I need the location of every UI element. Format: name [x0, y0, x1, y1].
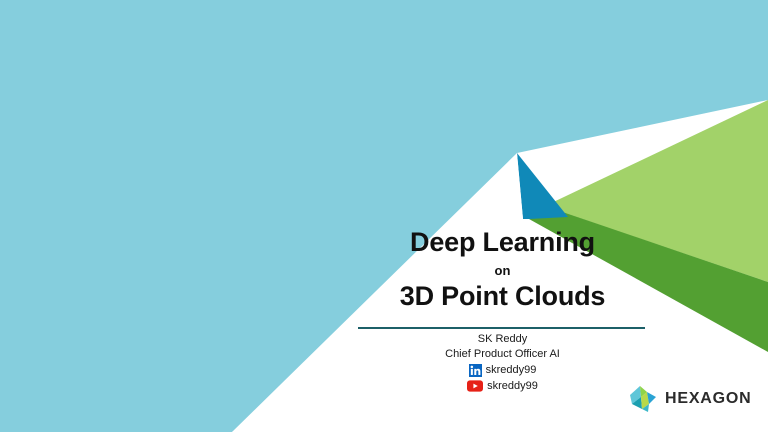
youtube-icon[interactable]: [467, 380, 484, 392]
linkedin-icon[interactable]: [468, 363, 482, 377]
hexagon-logo: HEXAGON: [628, 384, 752, 414]
teal-shape: [517, 153, 568, 219]
title-divider: [358, 327, 645, 329]
author-role: Chief Product Officer AI: [445, 347, 560, 360]
light-green-shape: [545, 100, 768, 282]
page-subtitle: 3D Point Clouds: [399, 281, 606, 312]
author-block: SK Reddy Chief Product Officer AI skredd…: [340, 332, 665, 394]
social-row-youtube[interactable]: skreddy99: [340, 379, 665, 394]
youtube-handle[interactable]: skreddy99: [487, 379, 538, 392]
hexagon-logo-mark: [630, 386, 656, 412]
title-connector: on: [494, 263, 511, 279]
social-row-linkedin[interactable]: skreddy99: [340, 363, 665, 378]
linkedin-handle[interactable]: skreddy99: [485, 363, 537, 376]
page-title: Deep Learning: [410, 227, 595, 257]
title-block: Deep Learning on 3D Point Clouds: [340, 227, 665, 312]
dark-green-shape: [529, 206, 768, 352]
hexagon-wordmark: HEXAGON: [665, 390, 752, 407]
white-wedge-shape: [232, 153, 523, 432]
author-name: SK Reddy: [477, 333, 528, 345]
